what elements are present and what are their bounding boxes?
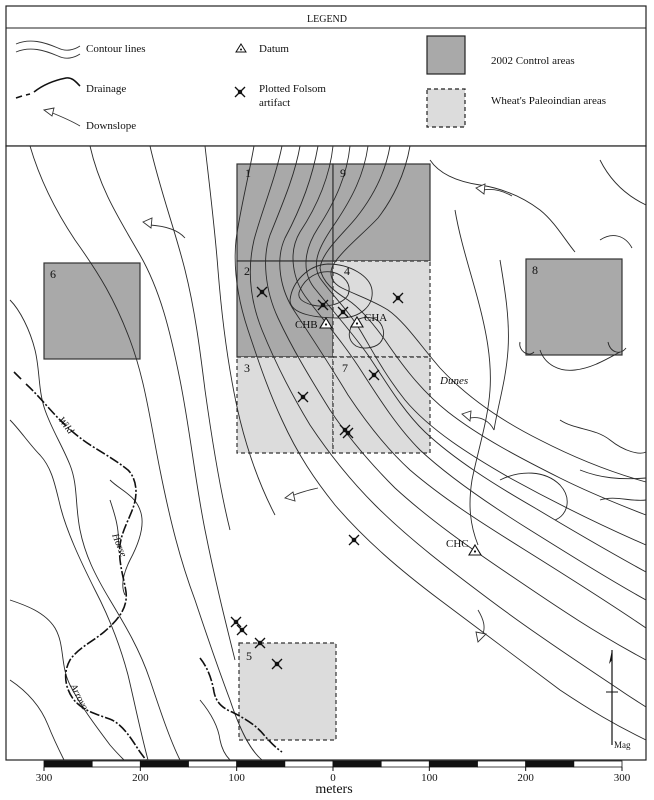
scale-bar-segment [43,760,93,768]
folsom-artifact-icon [230,616,242,628]
folsom-artifact-icon [392,292,404,304]
paleo-area-swatch [426,88,466,128]
downslope-arrow-1 [149,224,186,239]
legend-paleo-label: Wheat's Paleoindian areas [491,95,606,107]
area-8-label: 8 [532,263,538,277]
area-8 [525,258,623,356]
folsom-artifact-icon [256,286,268,298]
scale-bar-segment [573,760,623,768]
scale-tick-label: 300 [614,772,631,784]
folsom-artifact-icon [271,658,283,670]
area-1-label: 1 [245,166,251,180]
downslope-arrow-2 [482,189,513,197]
scale-bar-segment [525,760,575,768]
datum-cha-label: CHA [364,312,387,324]
downslope-arrow-3 [469,417,495,431]
legend-folsom-label-1: Plotted Folsom [259,83,326,95]
legend: LEGEND Contour lines Drainage Downslope … [5,5,647,147]
scale-bar-segment [428,760,478,768]
folsom-artifact-icon [368,369,380,381]
downslope-arrowhead-5 [475,631,487,643]
folsom-artifact-icon [297,391,309,403]
drainage-line [13,371,283,761]
contour-symbol-2 [15,48,81,59]
legend-title: LEGEND [307,14,347,25]
downslope-arrowhead [42,107,55,117]
legend-downslope-label: Downslope [86,120,136,132]
downslope-arrowhead-3 [461,410,472,422]
area-3 [236,356,334,454]
area-7-label: 7 [342,361,348,375]
downslope-arrows [142,183,513,643]
legend-contour-label: Contour lines [86,43,146,55]
area-1 [236,163,334,262]
area-9 [332,163,431,262]
folsom-artifact-icon [348,534,360,546]
scale-tick-label: 300 [36,772,53,784]
control-area-swatch [426,35,466,75]
area-4-label: 4 [344,264,350,278]
scale-tick-label: 100 [228,772,245,784]
north-arrow-head-icon [609,650,612,664]
area-2 [236,260,334,358]
legend-drainage-label: Drainage [86,83,126,95]
area-5 [238,642,337,741]
datum-triangle-icon [235,43,247,53]
folsom-artifact-icon [342,427,354,439]
drainage-symbol [15,77,81,99]
legend-frame [5,5,647,147]
area-6-label: 6 [50,267,56,281]
downslope-arrowhead-4 [284,491,296,502]
scale-bar-segment [332,760,382,768]
legend-folsom-label-2: artifact [259,97,290,109]
scale-bar-segment [188,760,238,768]
area-9-label: 9 [340,166,346,180]
scale-bar-segment [91,760,141,768]
scale-bar-segment [477,760,527,768]
scale-tick-label: 200 [132,772,149,784]
downslope-arrowhead-2 [475,183,486,195]
scale-bar: meters 300 200 100 0 100 200 300 [36,760,631,797]
scale-tick-label: 100 [421,772,438,784]
area-6 [43,262,141,360]
dunes-label: Dunes [439,375,468,387]
datum-chb-icon [319,316,333,329]
downslope-arrowhead-1 [142,217,153,229]
datum-chb-label: CHB [295,319,318,331]
legend-datum-label: Datum [259,43,289,55]
datums: CHA CHB CHC [295,312,482,556]
datum-chc-icon [468,543,482,556]
folsom-artifact-icon [236,624,248,636]
datum-chc-label: CHC [446,538,469,550]
scale-bar-segment [380,760,430,768]
folsom-artifact-icon [317,299,329,311]
folsom-artifacts [230,286,404,670]
area-5-label: 5 [246,649,252,663]
legend-control-label: 2002 Control areas [491,55,575,67]
scale-tick-label: 200 [517,772,534,784]
area-3-label: 3 [244,361,250,375]
north-arrow: Mag [606,650,631,750]
scale-tick-label: 0 [330,772,336,784]
datum-cha-icon [350,315,364,328]
folsom-artifact-icon [337,306,349,318]
scale-bar-segment [236,760,286,768]
contour-symbol [15,40,81,51]
folsom-artifact-icon [254,637,266,649]
area-labels: 1 9 2 4 3 7 6 8 5 [50,166,538,663]
scale-bar-segment [284,760,334,768]
area-2-label: 2 [244,264,250,278]
scale-bar-segment [139,760,189,768]
folsom-artifact-icon [234,86,246,98]
north-arrow-label: Mag [614,740,631,750]
scale-unit-label: meters [315,782,352,797]
